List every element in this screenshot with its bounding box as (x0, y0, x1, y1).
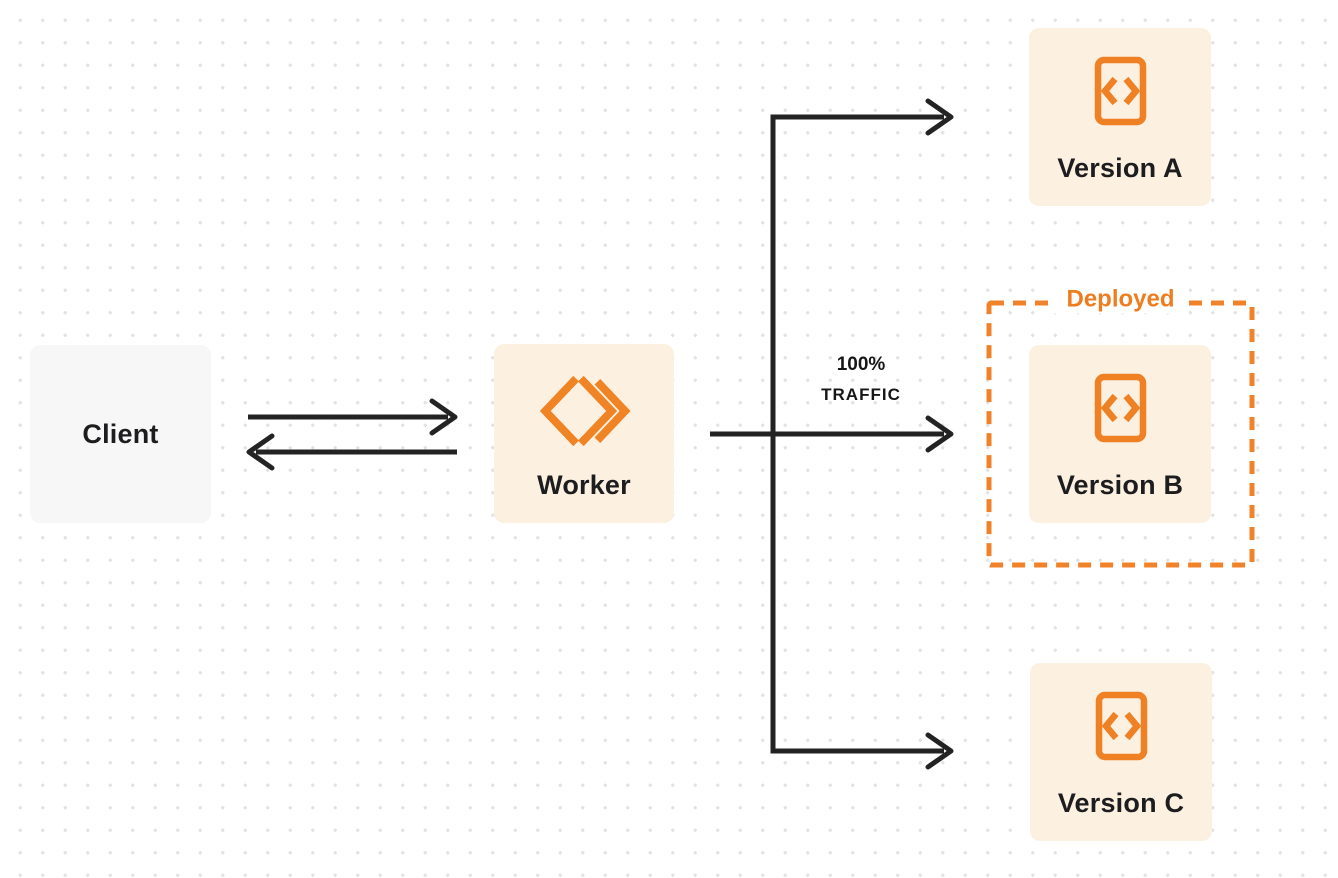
deployed-dashed-border (986, 300, 1255, 568)
arrowhead-right-icon (925, 732, 954, 770)
client-node: Client (30, 345, 211, 523)
code-file-icon (1094, 56, 1146, 126)
branch-to-versions-a-and-c (770, 98, 954, 770)
code-file-icon (1094, 373, 1146, 443)
arrowhead-right-icon (925, 415, 954, 453)
traffic-annotation: 100% TRAFFIC (796, 351, 926, 411)
version-a-label: Version A (1057, 153, 1183, 183)
traffic-percent-label: 100% (836, 354, 886, 375)
version-a-node: Version A (1029, 28, 1211, 206)
version-b-label: Version B (1056, 470, 1184, 500)
code-file-icon (1095, 691, 1147, 761)
client-label: Client (82, 418, 159, 449)
worker-node: Worker (494, 344, 674, 523)
traffic-word-label: TRAFFIC (821, 385, 901, 404)
worker-label: Worker (537, 470, 631, 500)
arrowhead-right-icon (429, 398, 458, 436)
arrowhead-left-icon (246, 433, 275, 471)
version-b-node: Version B (1029, 345, 1211, 523)
version-c-label: Version C (1057, 788, 1185, 818)
arrow-worker-to-version-b (710, 415, 954, 453)
arrowhead-right-icon (925, 98, 954, 136)
cloudflare-workers-logo-icon (539, 375, 631, 447)
version-c-node: Version C (1030, 663, 1212, 841)
arrow-client-to-worker (248, 398, 458, 436)
arrow-worker-to-client (246, 433, 457, 471)
deployed-badge-label: Deployed (1052, 285, 1189, 314)
deployed-frame: Deployed (986, 285, 1255, 568)
